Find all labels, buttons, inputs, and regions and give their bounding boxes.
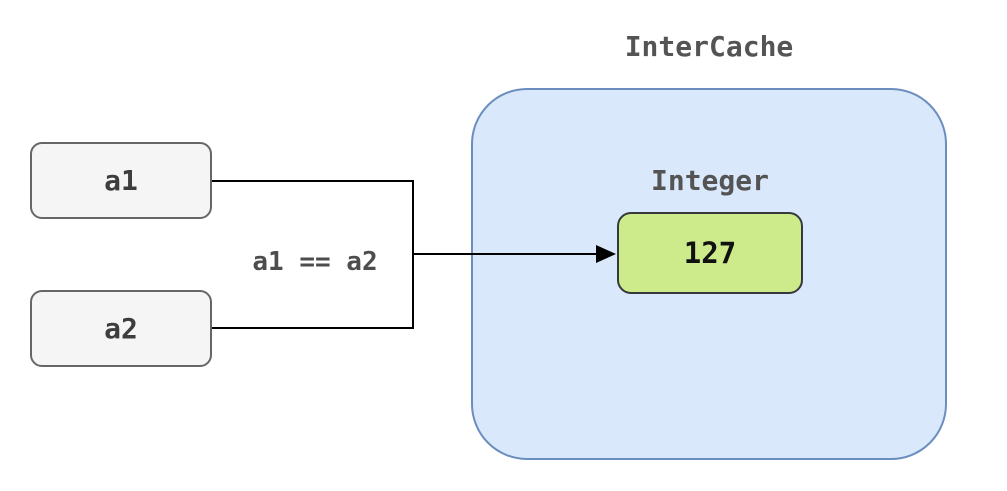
node-a1-label: a1 [104, 164, 138, 197]
integer-value-label: 127 [683, 236, 737, 270]
integer-value-box: 127 [617, 212, 803, 294]
node-a1: a1 [30, 142, 212, 219]
node-a2: a2 [30, 290, 212, 367]
arrowhead-icon [596, 245, 616, 263]
node-a2-label: a2 [104, 312, 138, 345]
connector-a1 [212, 180, 414, 254]
connector-a2 [212, 254, 414, 329]
integer-class-label: Integer [650, 164, 769, 197]
intercache-title: InterCache [624, 30, 794, 63]
comparison-label: a1 == a2 [252, 247, 378, 277]
